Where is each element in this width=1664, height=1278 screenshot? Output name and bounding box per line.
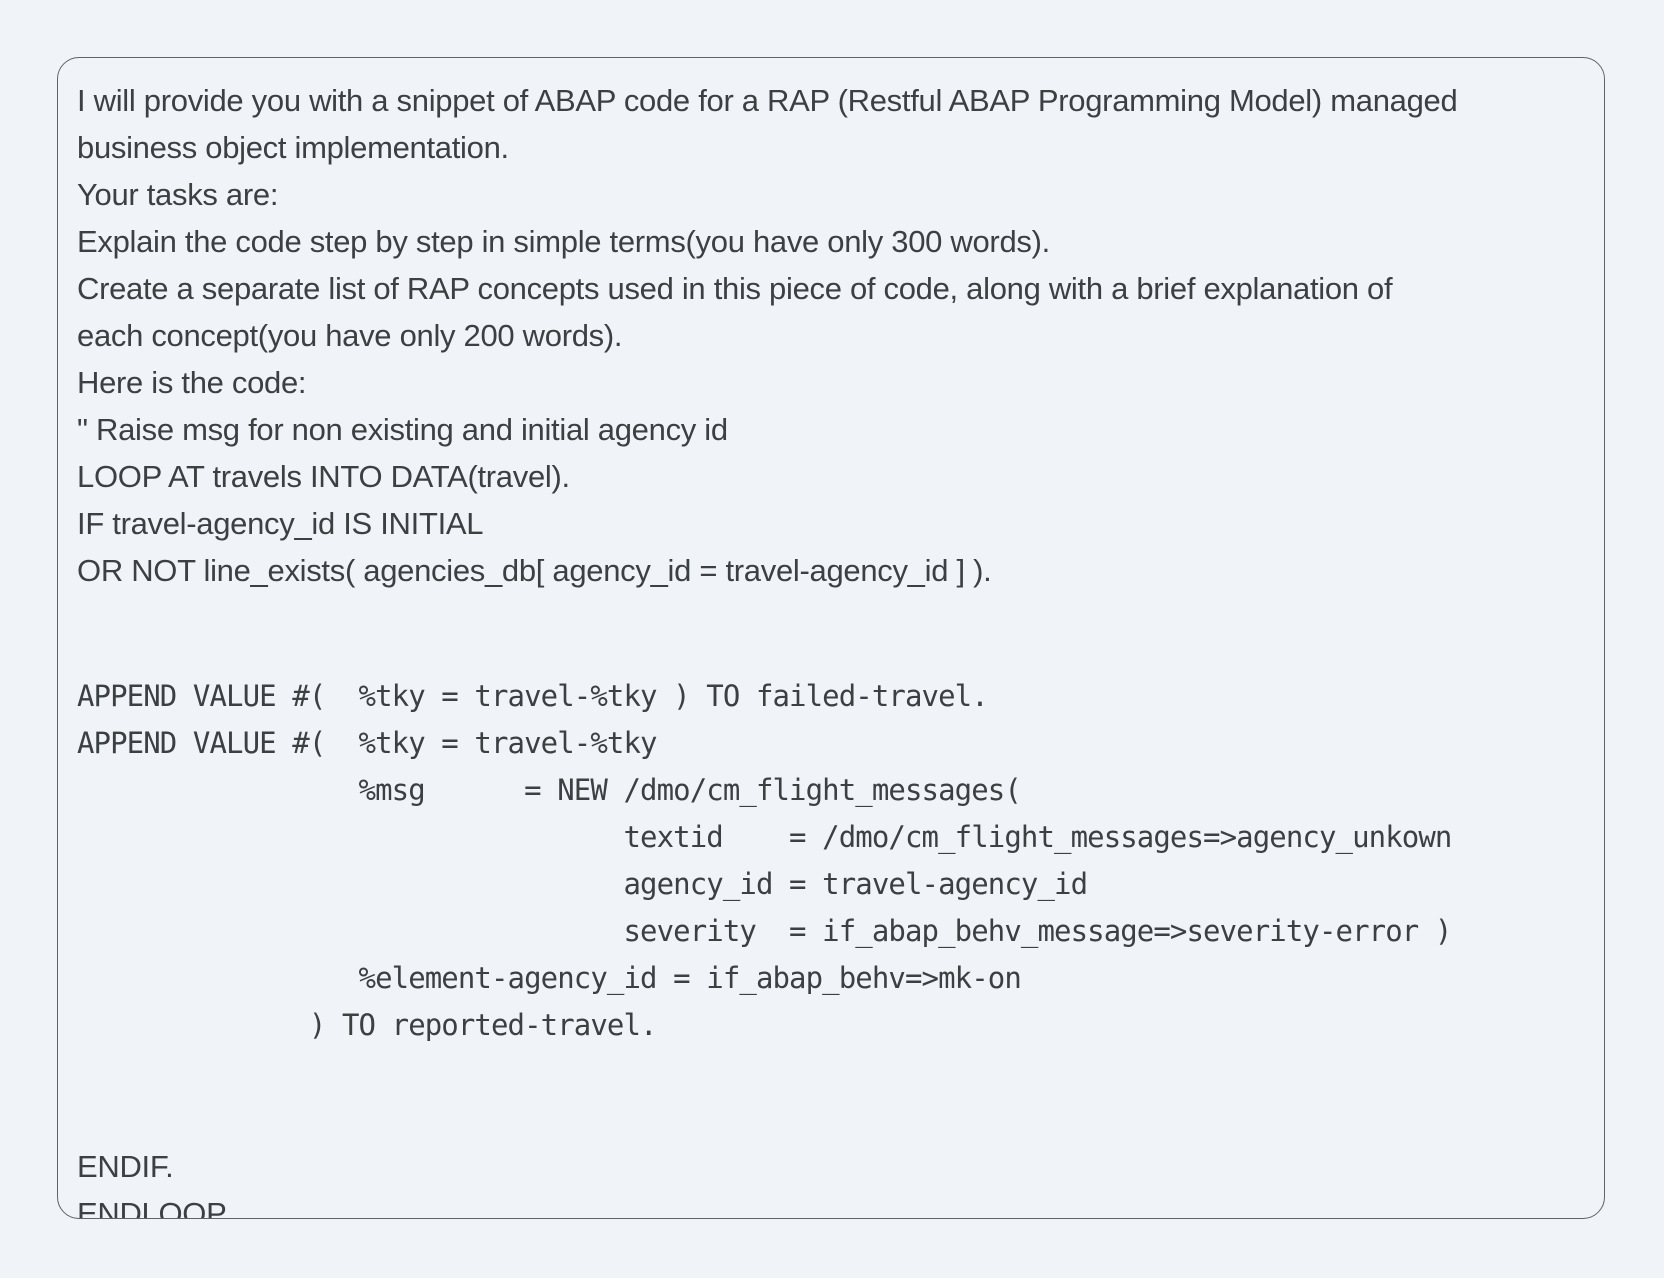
- prompt-line: Explain the code step by step in simple …: [77, 224, 1050, 259]
- prompt-line: each concept(you have only 200 words).: [77, 318, 623, 353]
- code-comment-line: " Raise msg for non existing and initial…: [77, 412, 728, 447]
- prompt-line: Create a separate list of RAP concepts u…: [77, 271, 1393, 306]
- blank-line: [77, 1049, 1604, 1096]
- code-line-mono: %element-agency_id = if_abap_behv=>mk-on: [77, 961, 1022, 995]
- prompt-line: I will provide you with a snippet of ABA…: [77, 83, 1458, 118]
- blank-line: [77, 641, 1604, 673]
- blank-line: [77, 1096, 1604, 1143]
- code-line: LOOP AT travels INTO DATA(travel).: [77, 459, 570, 494]
- code-line: ENDLOOP.: [77, 1196, 231, 1219]
- code-line-mono: severity = if_abap_behv_message=>severit…: [77, 914, 1452, 948]
- code-line: IF travel-agency_id IS INITIAL: [77, 506, 484, 541]
- prompt-line: business object implementation.: [77, 130, 509, 165]
- code-line-mono: %msg = NEW /dmo/cm_flight_messages(: [77, 773, 1022, 807]
- code-line-mono: APPEND VALUE #( %tky = travel-%tky ) TO …: [77, 679, 989, 713]
- code-line-mono: textid = /dmo/cm_flight_messages=>agency…: [77, 820, 1452, 854]
- code-line-mono: APPEND VALUE #( %tky = travel-%tky: [77, 726, 657, 760]
- code-line: ENDIF.: [77, 1149, 174, 1184]
- code-line-mono: agency_id = travel-agency_id: [77, 867, 1088, 901]
- prompt-line: Here is the code:: [77, 365, 307, 400]
- blank-line: [77, 594, 1604, 641]
- prompt-line: Your tasks are:: [77, 177, 279, 212]
- code-line-mono: ) TO reported-travel.: [77, 1008, 658, 1042]
- code-line: OR NOT line_exists( agencies_db[ agency_…: [77, 553, 992, 588]
- user-prompt-card: I will provide you with a snippet of ABA…: [57, 57, 1605, 1219]
